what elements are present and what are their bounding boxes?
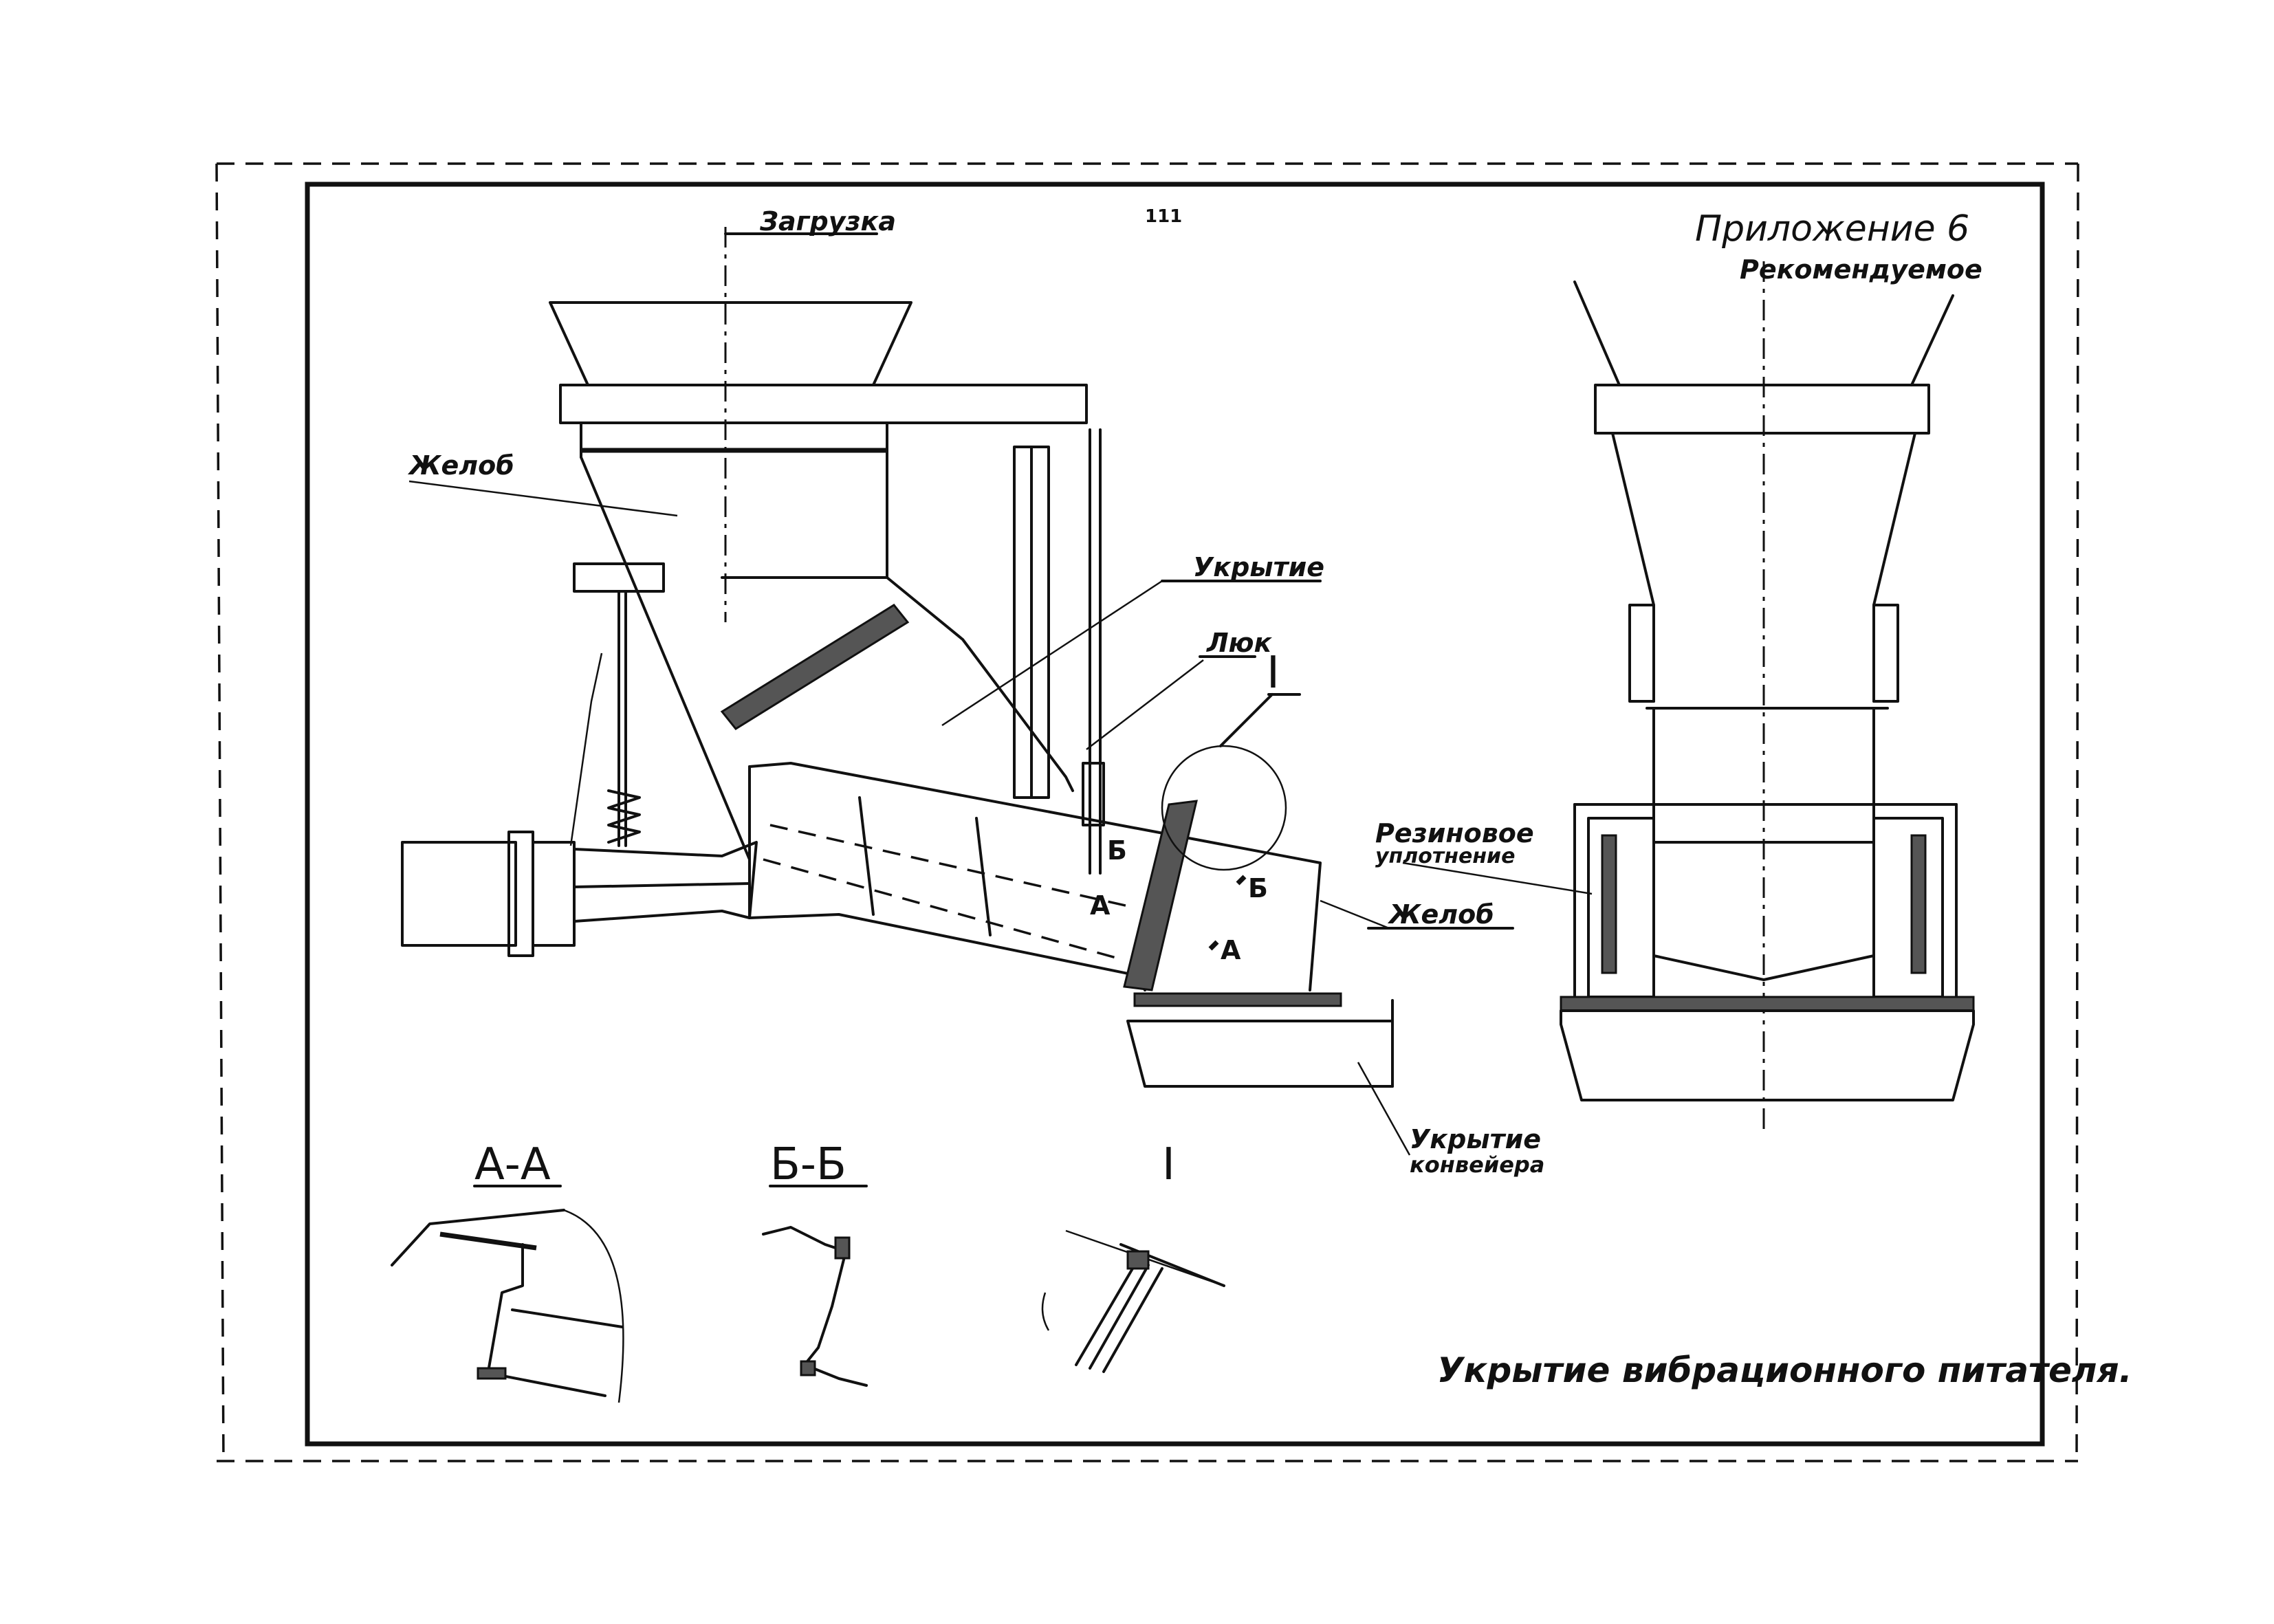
end-view xyxy=(1402,261,1975,1134)
inner-frame xyxy=(305,182,2045,1447)
label-conveyor-cover-1: Укрытие xyxy=(1410,1124,1541,1154)
cut-b-left: Б xyxy=(1107,835,1127,866)
label-node-I: I xyxy=(1267,648,1280,699)
label-chute-lower: Желоб xyxy=(1387,899,1494,930)
label-cover: Укрытие xyxy=(1193,552,1324,582)
section-aa-label: А-А xyxy=(474,1139,551,1190)
label-loading: Загрузка xyxy=(759,206,896,237)
section-one-detail xyxy=(1041,1229,1225,1373)
page-number: 111 xyxy=(1145,206,1182,227)
label-hatch: Люк xyxy=(1206,628,1273,658)
main-view xyxy=(401,227,1514,1156)
outer-border xyxy=(215,162,2079,1462)
label-conveyor-cover-2: конвейера xyxy=(1410,1152,1544,1178)
appendix-line-1: Приложение 6 xyxy=(1695,208,1969,250)
section-bb-detail xyxy=(762,1226,868,1387)
drawing-title: Укрытие вибрационного питателя. xyxy=(1437,1350,2132,1390)
section-bb-label: Б-Б xyxy=(770,1139,846,1190)
section-aa-detail xyxy=(391,1209,624,1403)
cut-a-left: А xyxy=(1090,890,1111,921)
cut-a-right: А xyxy=(1221,935,1241,965)
label-rubber-seal-1: Резиновое xyxy=(1375,818,1534,848)
cut-b-right: Б xyxy=(1248,873,1268,903)
appendix-line-2: Рекомендуемое xyxy=(1740,254,1982,285)
section-one-label: I xyxy=(1162,1139,1175,1190)
label-rubber-seal-2: уплотнение xyxy=(1375,844,1515,868)
label-chute-upper: Желоб xyxy=(407,450,514,481)
